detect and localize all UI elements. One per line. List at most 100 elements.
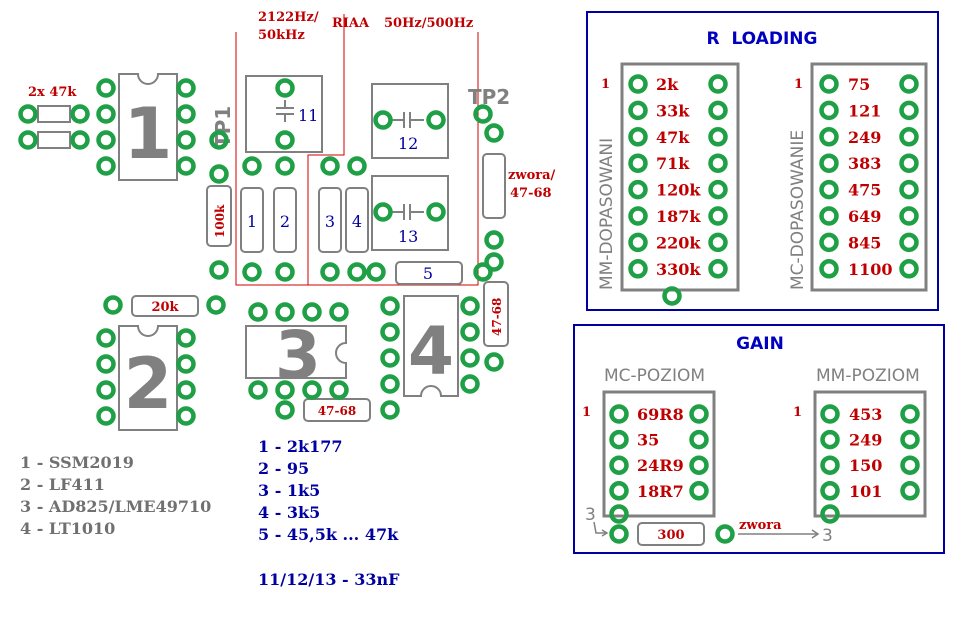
capacitor-13-label: 13 — [398, 227, 418, 246]
solder-pad — [628, 74, 648, 94]
solder-pad — [819, 206, 839, 226]
ic4-number: 4 — [408, 313, 454, 390]
solder-pad — [320, 262, 340, 282]
solder-pad — [209, 130, 229, 150]
ic3-socket — [245, 325, 347, 379]
solder-pad — [484, 252, 504, 272]
resistor-47-68-vertical-label: 47-68 — [490, 298, 504, 336]
gain-mm-pin1: 1 — [793, 405, 802, 420]
ic-legend-line: 2 - LF411 — [20, 475, 105, 494]
solder-pad — [96, 380, 116, 400]
zwora-label: zwora/ — [508, 168, 556, 183]
solder-pad — [473, 262, 493, 282]
resistor-4-body — [345, 187, 369, 253]
ic-legend: 1 - SSM2019 2 - LF411 3 - AD825/LME49710… — [20, 453, 211, 538]
gain-300-resistor-body — [637, 522, 705, 546]
solder-pad — [900, 429, 920, 450]
solder-pad — [689, 481, 709, 501]
capacitor-13-symbol — [390, 204, 424, 220]
solder-pad — [302, 302, 322, 322]
zwora-value-label: 47-68 — [510, 186, 552, 201]
ic-legend-line: 1 - SSM2019 — [20, 453, 134, 472]
solder-pad — [176, 354, 196, 374]
solder-pad — [708, 74, 728, 94]
jumper-value: 845 — [848, 233, 881, 252]
gain-arrow-left — [593, 521, 609, 537]
solder-pad — [96, 328, 116, 348]
jumper-value: 249 — [849, 431, 882, 450]
red-section-lines — [235, 14, 479, 286]
solder-pad — [708, 100, 728, 121]
solder-pad — [628, 206, 648, 226]
resistor-legend-line: 1 - 2k177 — [258, 437, 343, 456]
solder-pad — [176, 156, 196, 176]
solder-pad — [248, 380, 268, 400]
solder-pad — [819, 179, 839, 200]
solder-pad — [242, 262, 262, 282]
solder-pad — [380, 348, 400, 368]
ic1-socket — [118, 73, 178, 181]
solder-pad — [708, 127, 728, 147]
jumper-value: 2k — [656, 75, 679, 94]
resistor-5-label: 5 — [423, 264, 433, 283]
jumper-value: 1100 — [848, 260, 893, 279]
resistor-47-68-vertical-body — [483, 281, 509, 347]
solder-pad — [275, 380, 295, 400]
zwora-resistor-body — [482, 153, 506, 219]
solder-pad — [609, 504, 629, 524]
solder-pad — [460, 374, 480, 394]
solder-pad — [900, 455, 920, 475]
solder-pad — [103, 295, 123, 315]
solder-pad — [609, 524, 629, 544]
solder-pad — [275, 78, 295, 98]
solder-pad — [689, 429, 709, 450]
solder-pad — [373, 110, 393, 130]
solder-pad — [628, 100, 648, 121]
resistor-legend-line: 4 - 3k5 — [258, 503, 320, 522]
solder-pad — [176, 406, 196, 426]
resistor-1-label: 1 — [247, 212, 257, 231]
solder-pad — [899, 232, 919, 253]
solder-pad — [426, 110, 446, 130]
solder-pad — [380, 374, 400, 394]
solder-pad — [275, 400, 295, 420]
solder-pad — [484, 123, 504, 143]
r-loading-mc-header — [810, 62, 928, 292]
solder-pad — [96, 354, 116, 374]
resistor-100k-body — [206, 185, 232, 247]
solder-pad — [96, 104, 116, 124]
resistor-legend-line: 3 - 1k5 — [258, 481, 320, 500]
solder-pad — [96, 78, 116, 98]
resistor-4-label: 4 — [352, 212, 362, 231]
jumper-value: 249 — [848, 128, 881, 147]
solder-pad — [900, 481, 920, 501]
solder-pad — [708, 179, 728, 200]
resistor-5-body — [395, 261, 463, 285]
solder-pad — [819, 127, 839, 147]
solder-pad — [628, 179, 648, 200]
ic4-socket — [403, 295, 459, 397]
solder-pad — [708, 206, 728, 226]
solder-pad — [366, 262, 386, 282]
jumper-value: 18R7 — [637, 482, 684, 501]
solder-pad — [275, 262, 295, 282]
solder-pad — [628, 127, 648, 147]
solder-pad — [70, 130, 90, 150]
solder-pad — [176, 104, 196, 124]
solder-pad — [242, 156, 262, 176]
solder-pad — [473, 104, 493, 124]
r-loading-mm-label: MM-DOPASOWANI — [597, 138, 617, 290]
ic2-socket — [118, 325, 178, 431]
solder-pad — [628, 232, 648, 253]
solder-pad — [899, 259, 919, 279]
jumper-value: 33k — [656, 101, 690, 120]
solder-pad — [820, 481, 840, 501]
resistor-legend-line: 2 - 95 — [258, 459, 309, 478]
jumper-value: 101 — [849, 482, 882, 501]
gain-title: GAIN — [736, 334, 784, 354]
jumper-value: 24R9 — [637, 456, 684, 475]
solder-pad — [209, 164, 229, 184]
